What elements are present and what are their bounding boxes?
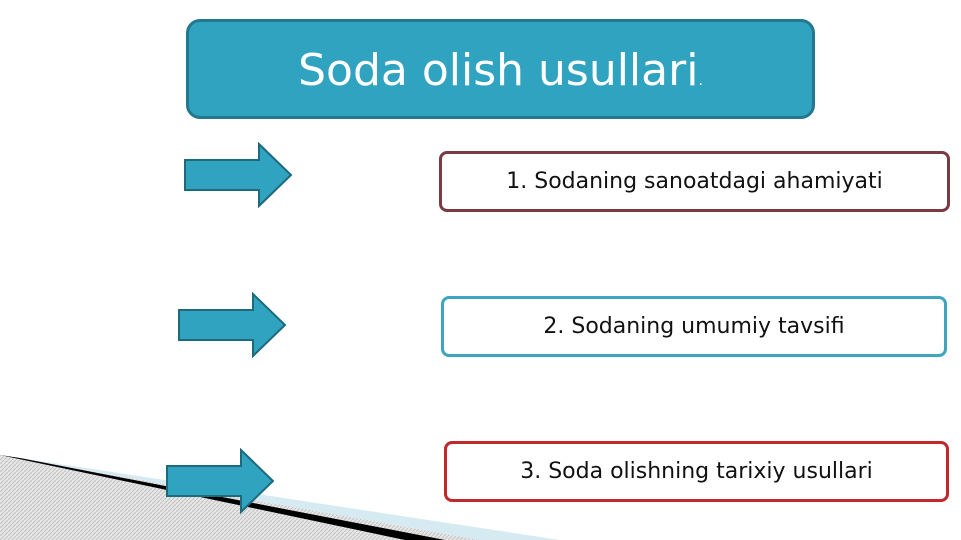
- slide-title: Soda olish usullari.: [298, 49, 703, 93]
- item-box-3: 3. Soda olishning tarixiy usullari: [444, 441, 949, 502]
- right-arrow-icon: [178, 292, 287, 358]
- item-box-1: 1. Sodaning sanoatdagi ahamiyati: [439, 151, 950, 212]
- title-suffix: .: [698, 73, 703, 89]
- title-main: Soda olish usullari: [298, 45, 699, 96]
- item-label-3: 3. Soda olishning tarixiy usullari: [520, 458, 873, 484]
- title-box: Soda olish usullari.: [186, 19, 815, 119]
- right-arrow-icon: [166, 448, 275, 514]
- item-label-1: 1. Sodaning sanoatdagi ahamiyati: [506, 168, 883, 194]
- item-box-2: 2. Sodaning umumiy tavsifi: [441, 296, 947, 357]
- item-label-2: 2. Sodaning umumiy tavsifi: [543, 313, 845, 339]
- right-arrow-icon: [184, 142, 293, 208]
